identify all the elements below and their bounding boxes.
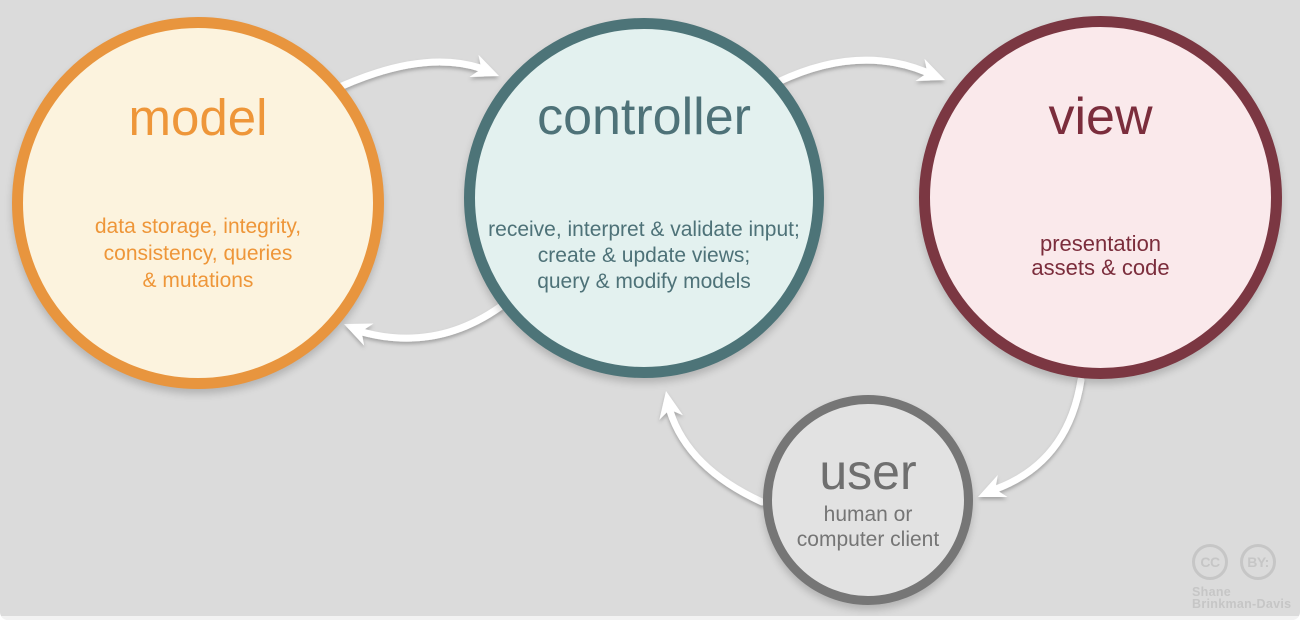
view-title: view (1048, 88, 1153, 146)
license-attribution: CC BY: Shane Brinkman-Davis (1192, 544, 1291, 610)
node-controller: controller receive, interpret & validate… (464, 18, 824, 378)
controller-description: receive, interpret & validate input; cre… (475, 217, 813, 295)
view-description-line: presentation (1039, 231, 1162, 256)
author-credit: Shane Brinkman-Davis (1192, 585, 1292, 611)
by-icon: BY: (1240, 544, 1276, 580)
model-description-line: consistency, queries (103, 242, 293, 265)
model-title: model (128, 89, 268, 146)
node-model: model data storage, integrity, consisten… (12, 17, 384, 389)
view-description: presentation assets & code (930, 232, 1271, 280)
controller-description-line: receive, interpret & validate input; (488, 218, 800, 241)
author-credit-line: Brinkman-Davis (1192, 597, 1292, 611)
license-badges: CC BY: (1192, 544, 1291, 580)
arrow-user-to-controller-icon (659, 391, 766, 506)
node-view: view presentation assets & code (919, 16, 1282, 379)
user-description: human or computer client (772, 502, 964, 552)
model-description-line: data storage, integrity, (94, 215, 302, 238)
controller-title: controller (537, 88, 751, 146)
controller-description-line: create & update views; (537, 244, 751, 267)
cc-icon: CC (1192, 544, 1228, 580)
view-description-line: assets & code (1031, 255, 1170, 280)
bottom-edge-highlight (0, 616, 1300, 620)
arrow-controller-to-model-icon (344, 303, 504, 346)
arrow-model-to-controller-icon (338, 54, 499, 90)
arrow-controller-to-view-icon (774, 56, 945, 86)
arrow-view-to-user-icon (978, 376, 1085, 497)
model-description-line: & mutations (142, 269, 254, 292)
model-description: data storage, integrity, consistency, qu… (23, 213, 373, 294)
node-user: user human or computer client (763, 395, 973, 605)
user-description-line: computer client (796, 528, 940, 551)
user-title: user (819, 444, 917, 500)
author-credit-line: Shane (1192, 585, 1232, 599)
user-description-line: human or (823, 503, 913, 526)
controller-description-line: query & modify models (537, 270, 751, 293)
